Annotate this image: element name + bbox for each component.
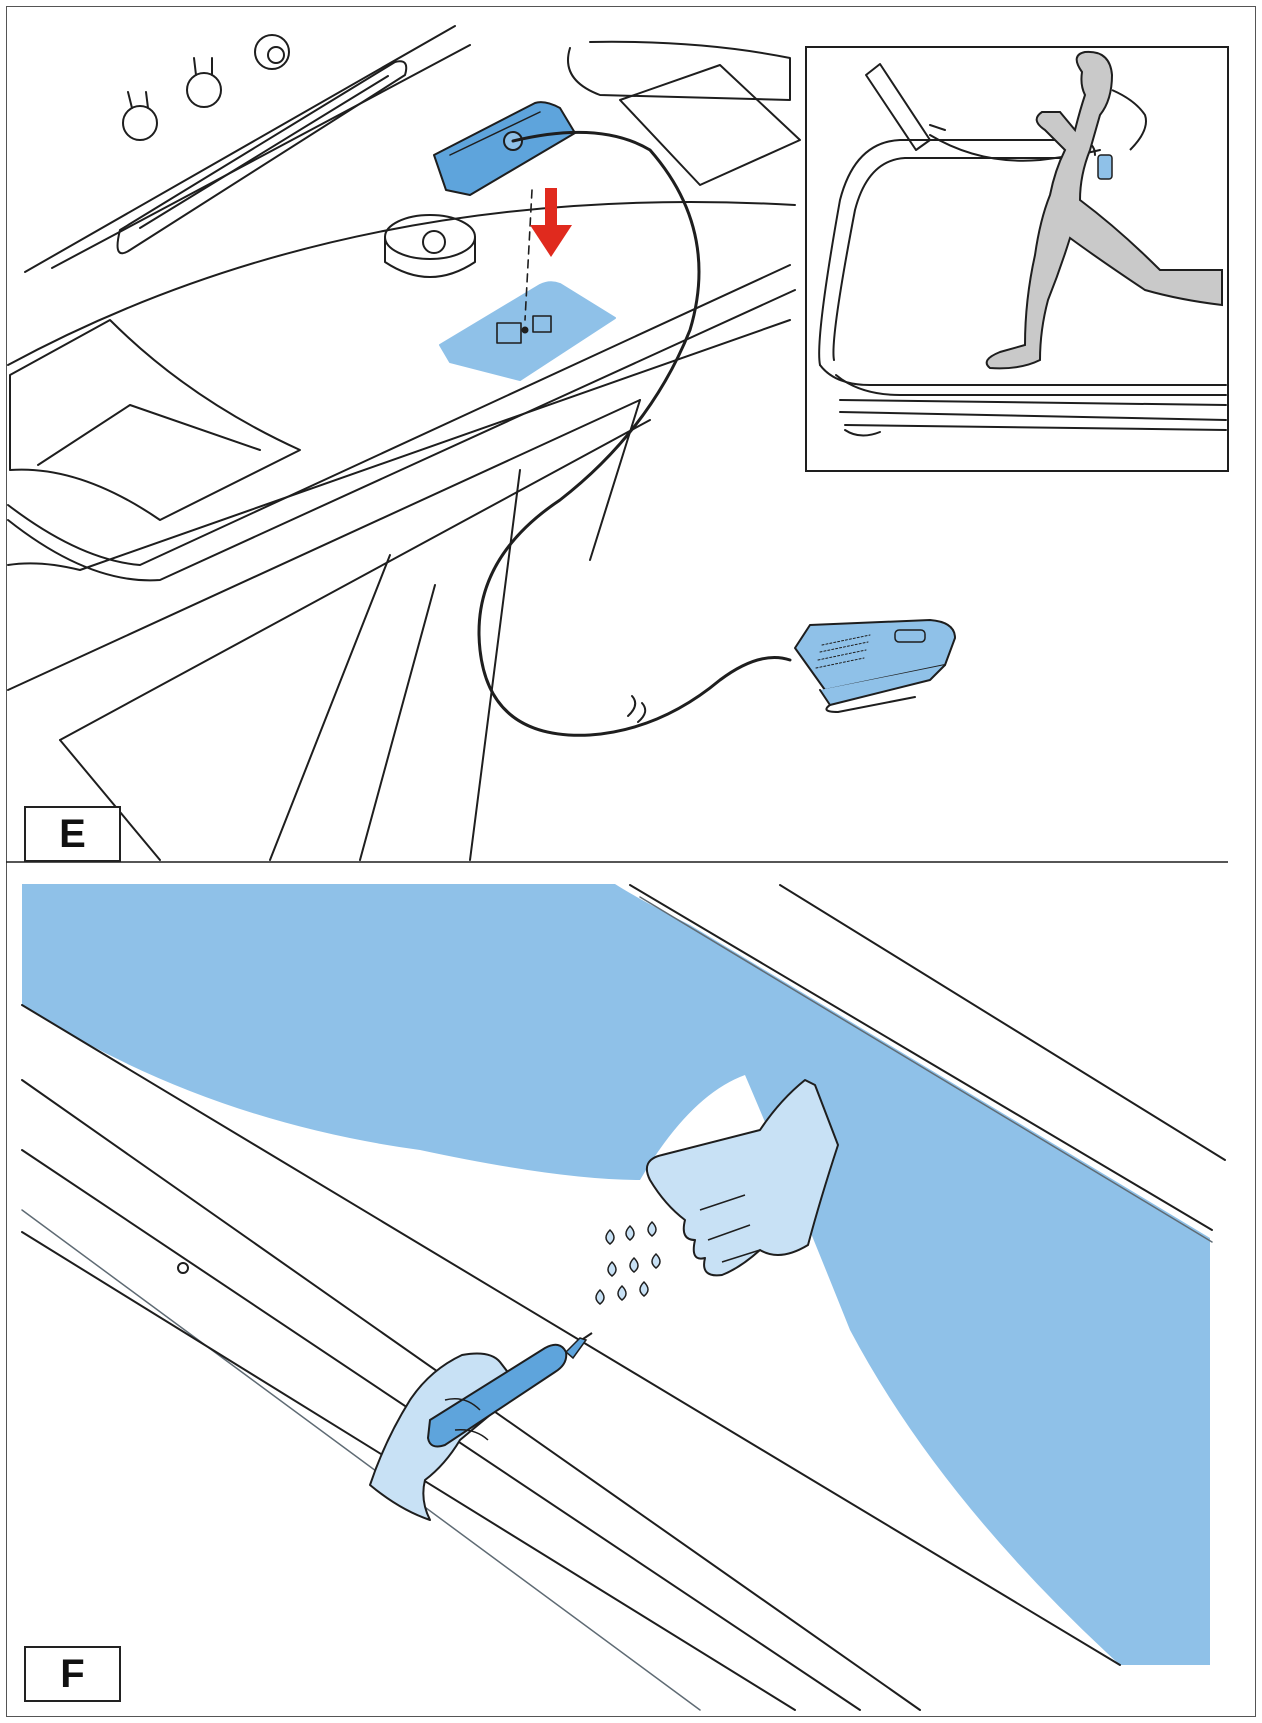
right-tray-inner (619, 64, 801, 186)
inset-runner-box (805, 46, 1229, 472)
left-tray (9, 319, 301, 521)
leg-left-2 (359, 584, 436, 861)
step-label-f: F (24, 1646, 121, 1702)
frame-line-2 (59, 419, 651, 741)
panel-f-illustration (21, 884, 1226, 1711)
insert-direction-arrow-icon (530, 188, 572, 257)
leg-right-2 (589, 399, 641, 561)
safety-cord (477, 130, 792, 737)
handle-slot (116, 60, 408, 255)
running-belt (22, 884, 1210, 1665)
belt-edge-line-2 (639, 896, 1213, 1243)
panel-e-illustration (7, 25, 956, 861)
rail-screw-icon (177, 1262, 189, 1274)
lubricant-drops-icon (595, 1220, 661, 1305)
handle-slot-inner (139, 75, 389, 229)
leg-left (269, 554, 391, 861)
lubricant-bottle-icon (426, 1343, 568, 1448)
right-tray (567, 40, 791, 101)
runner-figure (985, 50, 1223, 370)
step-label-e: E (24, 806, 121, 862)
frame-line-1 (7, 399, 641, 691)
console-ridge (7, 201, 796, 366)
belt-edge-line (629, 884, 1213, 1231)
lower-frame (59, 739, 161, 861)
clip-on-runner-icon (1097, 154, 1113, 180)
magnet-key-plate (433, 101, 576, 196)
knob-3-icon (254, 34, 290, 70)
leg-right (469, 469, 521, 861)
console-lower-edge (7, 319, 791, 571)
alignment-dashed-line (524, 189, 533, 321)
knob-1-icon (122, 91, 158, 141)
safety-button-icon (384, 214, 476, 278)
console-top-edge (24, 25, 456, 273)
knob-2-icon (186, 57, 222, 108)
rail-line-4 (21, 1209, 701, 1711)
rail-line-1 (21, 1004, 1121, 1666)
console-front-edge-2 (7, 289, 796, 582)
left-tray-inner (37, 404, 261, 466)
deck-line-top (779, 884, 1226, 1161)
hand-lifting-belt (646, 1079, 839, 1277)
console-front-edge (7, 264, 791, 566)
console-top-edge-2 (51, 44, 471, 269)
safety-clip-icon (794, 619, 956, 713)
